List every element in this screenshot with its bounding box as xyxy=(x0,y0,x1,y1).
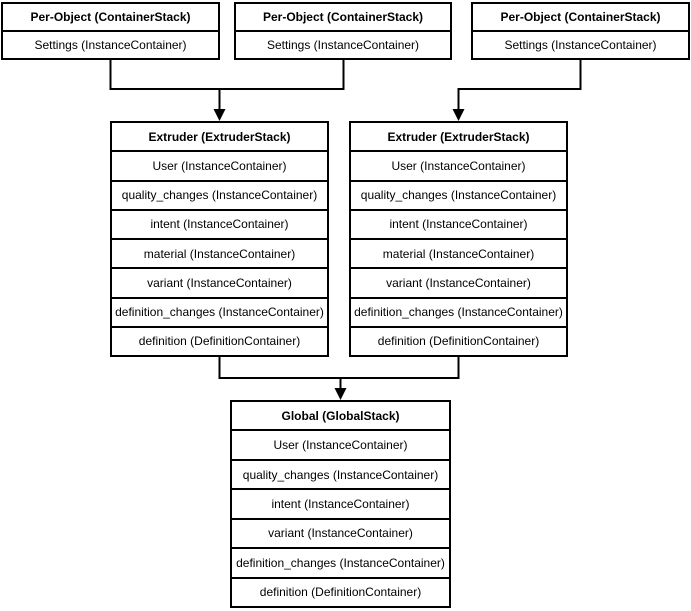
stack-row: intent (InstanceContainer) xyxy=(232,490,449,520)
stack-row: variant (InstanceContainer) xyxy=(112,269,327,299)
stack-row: definition_changes (InstanceContainer) xyxy=(112,299,327,328)
arrow-down-icon xyxy=(213,109,226,121)
stack-title: Per-Object (ContainerStack) xyxy=(236,4,450,32)
stack-title: Per-Object (ContainerStack) xyxy=(473,4,688,32)
per-object-stack-3: Per-Object (ContainerStack) Settings (In… xyxy=(471,2,690,60)
extruder-stack-1: Extruder (ExtruderStack) User (InstanceC… xyxy=(110,121,329,357)
stack-row: User (InstanceContainer) xyxy=(112,152,327,182)
arrow-down-icon xyxy=(452,109,465,121)
stack-row: quality_changes (InstanceContainer) xyxy=(351,182,566,211)
stack-row: quality_changes (InstanceContainer) xyxy=(112,182,327,211)
arrow-down-icon xyxy=(334,388,347,400)
stack-title: Global (GlobalStack) xyxy=(232,402,449,432)
per-object-stack-1: Per-Object (ContainerStack) Settings (In… xyxy=(1,2,220,60)
stack-row: intent (InstanceContainer) xyxy=(351,211,566,240)
stack-row: Settings (InstanceContainer) xyxy=(34,38,187,52)
stack-row: definition_changes (InstanceContainer) xyxy=(351,299,566,328)
stack-row: intent (InstanceContainer) xyxy=(112,211,327,240)
per-object-stack-2: Per-Object (ContainerStack) Settings (In… xyxy=(234,2,452,60)
stack-row: variant (InstanceContainer) xyxy=(232,520,449,550)
stack-row: variant (InstanceContainer) xyxy=(351,269,566,299)
extruder-stack-2: Extruder (ExtruderStack) User (InstanceC… xyxy=(349,121,568,357)
stack-row: definition_changes (InstanceContainer) xyxy=(232,549,449,579)
stack-row: Settings (InstanceContainer) xyxy=(266,38,420,52)
stack-title: Extruder (ExtruderStack) xyxy=(112,123,327,153)
stack-row: User (InstanceContainer) xyxy=(351,152,566,182)
stack-row: material (InstanceContainer) xyxy=(112,240,327,270)
stack-title: Per-Object (ContainerStack) xyxy=(3,4,218,32)
global-stack: Global (GlobalStack) User (InstanceConta… xyxy=(230,400,451,608)
stack-row: quality_changes (InstanceContainer) xyxy=(232,461,449,491)
stack-row: material (InstanceContainer) xyxy=(351,240,566,270)
stack-row: definition (DefinitionContainer) xyxy=(377,334,540,349)
stack-row: Settings (InstanceContainer) xyxy=(504,38,657,52)
stack-row: User (InstanceContainer) xyxy=(232,431,449,461)
stack-row: definition (DefinitionContainer) xyxy=(259,585,422,600)
stack-row: definition (DefinitionContainer) xyxy=(138,334,301,349)
stack-title: Extruder (ExtruderStack) xyxy=(351,123,566,153)
